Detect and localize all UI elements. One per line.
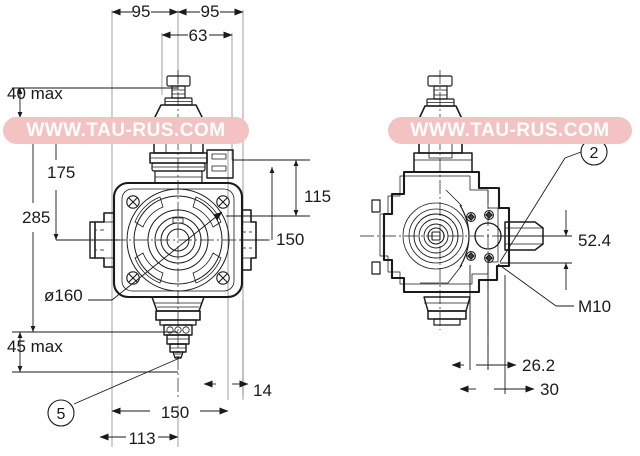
dim-26-2: 26.2 [522,356,555,375]
dimension-labels-front: 95 95 63 40 max 175 285 ø160 45 max 115 … [7,2,331,448]
watermark-left-text: WWW.TAU-RUS.COM [26,119,226,141]
leader-d160 [88,211,223,301]
dimension-labels-side: 52.4 M10 26.2 30 [522,231,611,399]
dim-d160: ø160 [44,286,83,305]
dim-14: 14 [253,381,272,400]
watermark-right: WWW.TAU-RUS.COM [388,117,632,144]
watermark-right-text: WWW.TAU-RUS.COM [410,119,610,141]
dim-m10: M10 [578,297,611,316]
dim-63: 63 [189,26,208,45]
dim-115: 115 [304,187,331,206]
dim-175: 175 [47,163,75,182]
dimension-lines-side [451,210,574,394]
dim-45-max: 45 max [7,337,63,356]
dim-95-left: 95 [132,2,151,21]
dim-30: 30 [540,380,559,399]
balloon-2-label: 2 [590,145,599,162]
dim-285: 285 [22,208,50,227]
balloon-5[interactable]: 5 [47,399,75,427]
dim-150-bottom: 150 [161,403,189,422]
dim-150-right: 150 [276,230,304,249]
dim-52-4: 52.4 [578,231,611,250]
side-view-geometry [371,75,544,326]
watermark-left: WWW.TAU-RUS.COM [3,117,249,144]
balloon-leaders [73,151,582,405]
dim-95-right: 95 [201,2,220,21]
balloon-5-label: 5 [57,406,66,423]
dim-113: 113 [128,429,155,448]
dim-40-max: 40 max [7,84,63,103]
